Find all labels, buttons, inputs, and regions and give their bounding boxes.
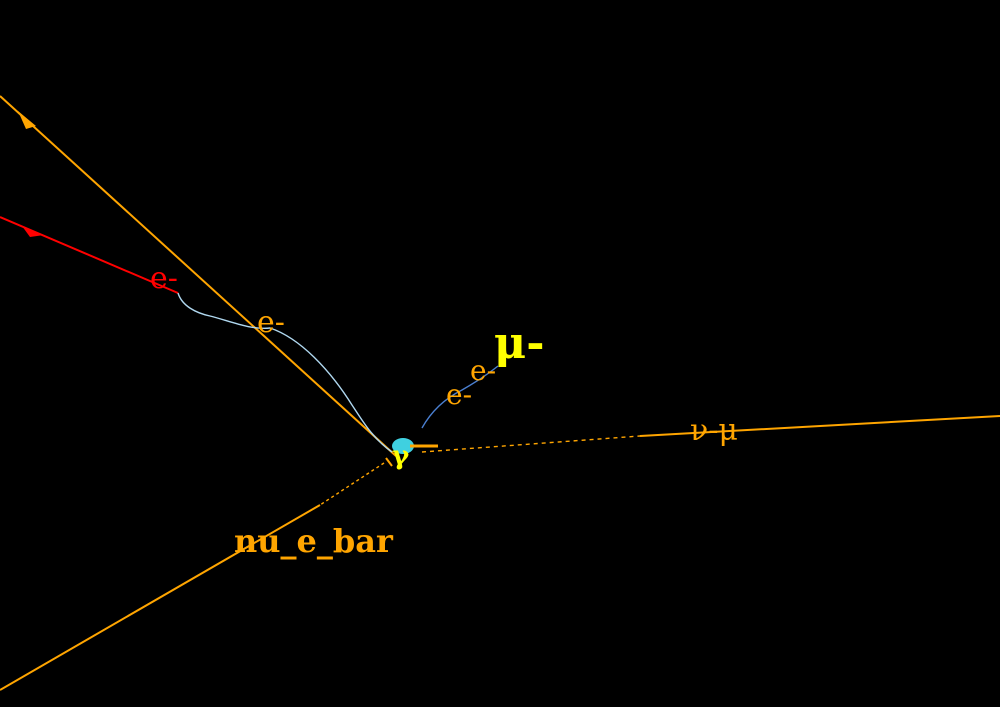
- gamma-label: γ: [392, 441, 410, 471]
- small-electron-track: [421, 365, 499, 429]
- electron-track-red-arrow: [22, 226, 44, 237]
- electron-track-orange: [0, 95, 397, 457]
- nu-mu-track: [639, 415, 1000, 437]
- nu-e-bar-label: nu_e_bar: [234, 522, 394, 560]
- vertex-tick: [385, 457, 393, 467]
- nu-mu-label: ν-μ: [690, 413, 738, 448]
- electron-label-orange: e-: [257, 305, 285, 340]
- electron-track-orange-arrow: [18, 111, 36, 129]
- nu-e-bar-track: [0, 504, 321, 691]
- secondary-electron-track: [177, 292, 393, 453]
- electron-label-red: e-: [150, 261, 178, 296]
- nu-e-bar-track-dashed: [319, 462, 385, 506]
- electron-label-small-1: e-: [470, 354, 496, 387]
- electron-label-small-2: e-: [446, 378, 472, 411]
- muon-label: μ-: [494, 318, 544, 369]
- interaction-vertex: [392, 438, 414, 454]
